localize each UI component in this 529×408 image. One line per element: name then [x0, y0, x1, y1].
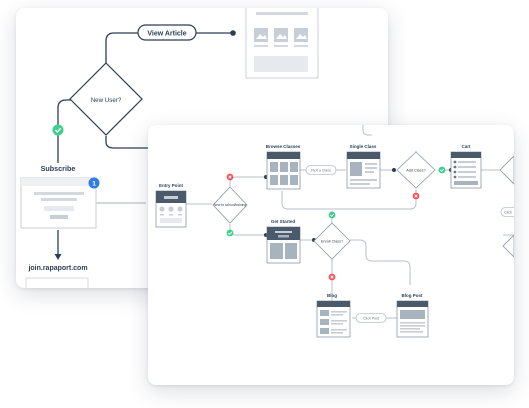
- no-x-icon: [412, 192, 420, 200]
- click-post-pill[interactable]: Click Post: [355, 313, 387, 323]
- pick-a-class-pill[interactable]: Pick a Class: [305, 165, 337, 175]
- connector-decision-to-started: [229, 224, 266, 236]
- blog-post-wireframe[interactable]: [396, 300, 429, 338]
- browse-classes-wireframe[interactable]: [266, 151, 301, 190]
- blog-wireframe[interactable]: [316, 300, 351, 338]
- get-started-label: Get Started: [271, 219, 296, 224]
- connector-end-dot: [230, 30, 236, 36]
- subscribe-form-wireframe: [20, 177, 97, 229]
- join-page-wireframe: [25, 277, 89, 288]
- enroll-class-label: Enroll Class?: [321, 240, 343, 244]
- back-connectors: [57, 32, 233, 254]
- no-x-icon: [226, 173, 234, 181]
- subscribe-badge: 1: [88, 177, 100, 189]
- add-class-decision[interactable]: Add Class?: [396, 151, 436, 189]
- connector-decision-to-next: [105, 136, 150, 149]
- offscreen-decision: [502, 234, 514, 258]
- new-user-label: New User?: [91, 97, 122, 104]
- cart-wireframe[interactable]: [450, 151, 482, 189]
- connector-top-link: [362, 125, 372, 136]
- cart-label: Cart: [461, 144, 471, 149]
- get-started-wireframe[interactable]: [266, 226, 301, 264]
- click-post-label: Click Post: [363, 317, 379, 321]
- arrow-head: [54, 254, 62, 260]
- single-class-label: Single Class: [350, 144, 377, 149]
- entry-point-wireframe[interactable]: [155, 190, 187, 228]
- subscribe-label: Subscribe: [41, 164, 76, 173]
- single-class-wireframe[interactable]: [346, 151, 381, 189]
- connector-enroll-to-right: [350, 239, 411, 285]
- click-pill-partial[interactable]: Click: [500, 207, 514, 217]
- entry-point-label: Entry Point: [159, 183, 184, 188]
- enroll-class-decision[interactable]: Enroll Class?: [313, 222, 351, 260]
- no-x-icon: [328, 273, 336, 281]
- new-user-decision[interactable]: New User?: [69, 62, 143, 136]
- yes-check-icon: [328, 211, 336, 219]
- blog-label: Blog: [327, 293, 337, 298]
- connector-decision-to-subscribe: [57, 99, 80, 163]
- yes-check-icon: [438, 166, 446, 174]
- add-class-label: Add Class?: [406, 169, 425, 173]
- browse-classes-label: Browse Classes: [266, 144, 301, 149]
- back-flow-diagram: View Article New User? Sub: [20, 8, 319, 288]
- svg-text:1: 1: [92, 181, 96, 188]
- yes-check-icon: [52, 124, 64, 136]
- front-flow-card: Entry Point New to school/training: [148, 125, 514, 385]
- connector-dot: [392, 168, 396, 172]
- pick-a-class-label: Pick a Class: [311, 169, 331, 173]
- click-label: Click: [504, 211, 512, 215]
- new-to-school-label: New to school/training: [214, 203, 247, 207]
- join-url-label: join.rapaport.com: [27, 265, 87, 272]
- offscreen-decision: [499, 155, 514, 185]
- view-article-label: View Article: [147, 31, 186, 38]
- article-preview-wireframe: [245, 8, 319, 79]
- new-to-school-decision[interactable]: New to school/training: [212, 186, 248, 224]
- view-article-node[interactable]: View Article: [137, 24, 197, 41]
- blog-post-label: Blog Post: [402, 293, 424, 298]
- yes-check-icon: [226, 229, 234, 237]
- connector-view-article-to-decision: [105, 32, 138, 63]
- front-flow-diagram: Entry Point New to school/training: [155, 125, 514, 338]
- connector-decision-to-browse: [229, 176, 266, 187]
